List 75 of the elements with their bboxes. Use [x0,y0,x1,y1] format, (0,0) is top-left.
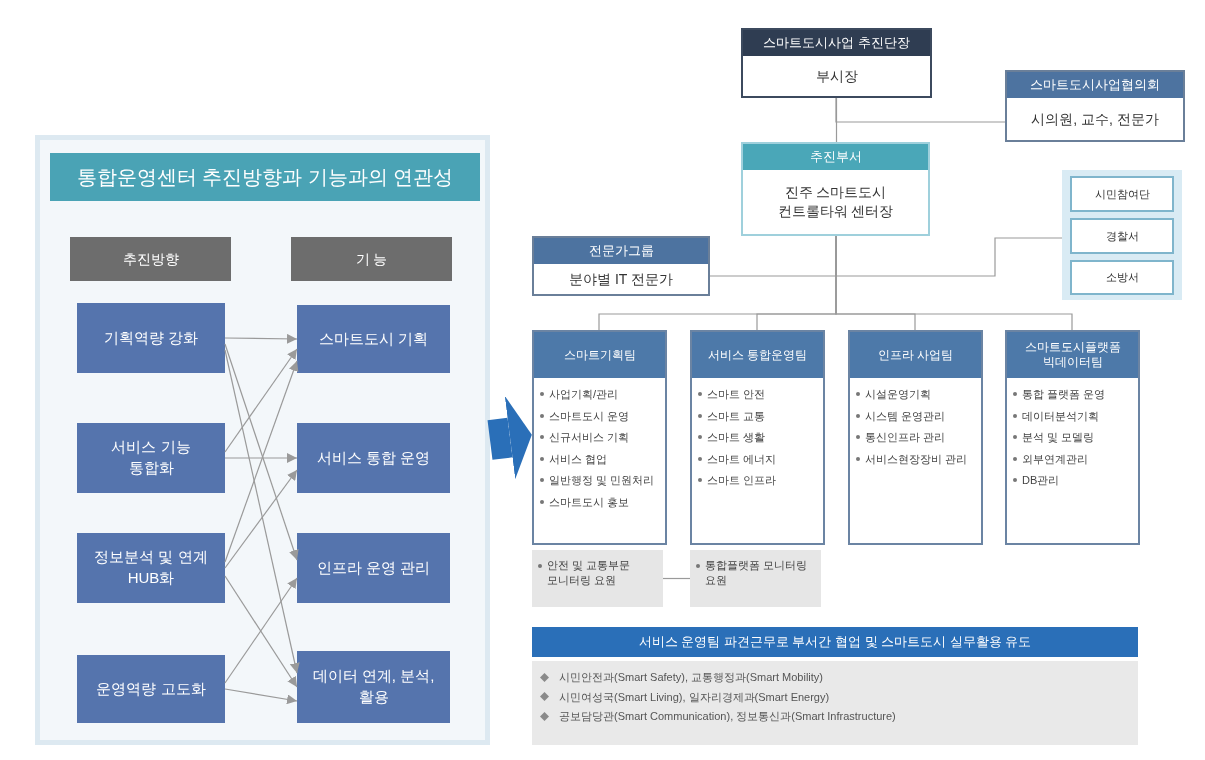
note-box [532,550,663,607]
list-item: 스마트 생활 [707,430,766,445]
team-box [1005,330,1140,545]
box-header: 전문가그룹 [534,238,708,265]
list-item: 스마트 에너지 [707,451,777,467]
team-box [690,330,825,545]
connector-line [835,235,1073,331]
note-item: 시민여성국(Smart Living), 일자리경제과(Smart Energy) [559,689,830,705]
team-header: 서비스 통합운영팀 [692,332,823,378]
team-header: 인프라 사업팀 [850,332,981,378]
process-box: 데이터 연계, 분석, 활용 [297,651,450,723]
list-item: 통신인프라 관리 [865,430,946,445]
process-box: 인프라 운영 관리 [297,533,450,603]
list-item: 스마트 안전 [707,387,766,402]
note-item: 공보담당관(Smart Communication), 정보통신과(Smart Infrastructure) [559,709,896,724]
box-header: 스마트도시사업 추진단장 [743,30,930,57]
note-banner: 서비스 운영팀 파견근무로 부서간 협업 및 스마트도시 실무활용 유도 [532,627,1138,657]
list-item: 분석 및 모델링 [1022,430,1095,445]
list-item: 일반행정 및 민원처리 [549,473,655,488]
team-box [532,330,667,545]
process-box: 기획역량 강화 [77,303,225,373]
panel [35,135,490,745]
arrow [224,333,298,344]
arrow [224,349,300,674]
team-header: 스마트도시플랫폼 빅데이터팀 [1007,332,1138,378]
list-item: 스마트 인프라 [707,473,777,488]
arrow [224,688,298,705]
list-item: 스마트도시 운영 [549,408,630,424]
box-header: 스마트도시사업협의회 [1007,72,1183,99]
box-text: 부시장 [814,66,859,86]
connector-line [835,97,1006,123]
list-item: DB관리 [1022,473,1060,488]
org-box: 소방서 [1070,260,1174,295]
list-item: 안전 및 교통부문 모니터링 요원 [547,558,632,589]
title-banner: 통합운영센터 추진방향과 기능과의 연관성 [50,153,480,201]
box-header: 추진부서 [743,144,928,171]
connector-line [835,235,1063,277]
org-box [741,142,930,236]
list-item: 시스템 운영관리 [865,408,946,424]
process-box: 서비스 기능 통합화 [77,423,225,493]
column-header: 추진방향 [70,237,231,281]
list-item: 시설운영기획 [865,387,931,402]
box-text: 분야별 IT 전문가 [568,269,674,289]
arrow [224,453,298,463]
list-item: 사업기획/관리 [549,387,619,402]
list-item: 신규서비스 기획 [549,430,630,445]
list-item: 스마트도시 홍보 [549,494,630,510]
box-text: 진주 스마트도시 컨트롤타워 센터장 [776,182,895,222]
org-box [741,28,932,98]
box-text: 시의원, 교수, 전문가 [1030,109,1160,129]
org-box: 경찰서 [1070,218,1174,254]
process-box: 서비스 통합 운영 [297,423,450,493]
note-box [690,550,821,607]
list-item: 데이터분석기획 [1022,408,1099,424]
arrow [224,348,298,453]
list-item: 서비스현장장비 관리 [865,451,968,467]
column-header: 기 능 [291,237,452,281]
connector-line [662,577,691,580]
list-item: 통합 플랫폼 운영 [1022,387,1106,402]
team-box [848,330,983,545]
arrow [224,469,298,569]
process-box: 운영역량 고도화 [77,655,225,723]
org-box [1005,70,1185,142]
org-box: 시민참여단 [1070,176,1174,212]
process-box: 정보분석 및 연계 HUB화 [77,533,225,603]
team-header: 스마트기획팀 [534,332,665,378]
list-item: 서비스 협업 [549,451,608,467]
group-frame [1062,170,1182,300]
list-item: 외부연계관리 [1022,451,1088,467]
list-item: 스마트 교통 [707,408,766,424]
list-item: 통합플랫폼 모니터링 요원 [705,558,809,589]
note-item: 시민안전과(Smart Safety), 교통행정과(Smart Mobility) [559,670,824,685]
process-box: 스마트도시 기획 [297,305,450,373]
chevron-arrow [487,395,532,480]
org-box [532,236,710,296]
